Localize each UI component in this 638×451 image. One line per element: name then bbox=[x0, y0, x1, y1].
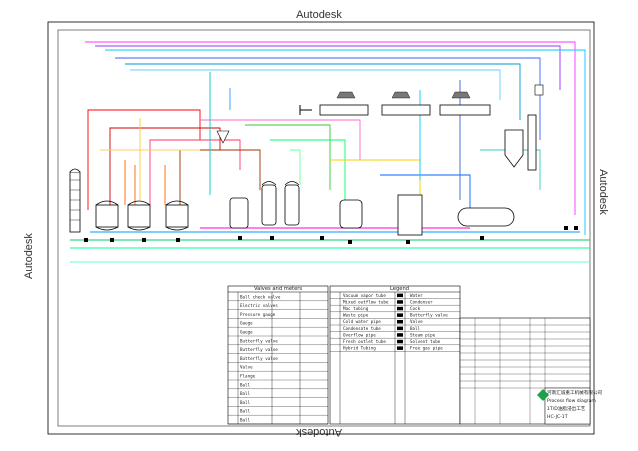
legend-row-right: Water bbox=[410, 293, 423, 298]
valves-row-label: Gauge bbox=[240, 330, 253, 335]
valves-row-label: Electric valves bbox=[240, 303, 278, 308]
legend-symbol-icon bbox=[397, 339, 403, 344]
legend-row-right: Butterfly valve bbox=[410, 313, 448, 318]
horizontal-tank bbox=[457, 207, 515, 227]
legend-row-left: Waste pipe bbox=[343, 313, 369, 318]
valves-row-label: Ball bbox=[240, 418, 251, 423]
valves-row-label: Butterfly valve bbox=[240, 338, 278, 343]
title-block: 河南汇诚重工机械有限公司 Process flow diagram 1T/D油脂… bbox=[459, 317, 603, 425]
legend-row-left: Hybrid Tubing bbox=[343, 346, 376, 351]
valves-row-label: Valve bbox=[240, 365, 253, 370]
legend-row-left: Cold water pipe bbox=[343, 319, 381, 324]
legend-symbol-icon bbox=[397, 306, 403, 311]
valves-row-label: Flange bbox=[240, 374, 256, 379]
legend-row-right: Valve bbox=[410, 319, 423, 324]
valves-row-label: Gauge bbox=[240, 321, 253, 326]
valves-row-label: Ball check valve bbox=[240, 294, 281, 299]
valves-row-label: Butterfly valve bbox=[240, 356, 278, 361]
legend-symbol-icon bbox=[397, 320, 403, 324]
legend-row-right: Solvent tube bbox=[410, 339, 441, 344]
pipe-network bbox=[70, 41, 590, 263]
legend-row-right: Ball bbox=[410, 326, 421, 331]
legend-row-left: Vacuum vapor tube bbox=[343, 293, 386, 298]
legend-row-right: Cock bbox=[410, 306, 421, 311]
sheet-border-outer bbox=[47, 21, 595, 435]
legend-row-left: Condensate tube bbox=[343, 326, 381, 331]
legend-symbol-icon bbox=[397, 346, 403, 350]
legend-symbol-icon bbox=[397, 333, 403, 337]
legend-row-right: Condenser bbox=[410, 299, 433, 304]
sheet-border-inner bbox=[57, 29, 591, 427]
stripping-column bbox=[504, 84, 544, 171]
valves-row-label: Ball bbox=[240, 382, 251, 387]
condenser-1 bbox=[319, 104, 369, 116]
legend-row-left: Mac tubing bbox=[343, 306, 369, 311]
valves-row-label: Ball bbox=[240, 400, 251, 405]
legend-symbol-icon bbox=[397, 293, 403, 298]
legend-row-left: Overflow pipe bbox=[343, 332, 376, 337]
legend-row-right: Steam pipe bbox=[410, 332, 436, 337]
valves-row-label: Ball bbox=[240, 409, 251, 414]
valves-row-label: Pressure gauge bbox=[240, 312, 276, 317]
drawing-name: 1T/D油脂浸出工艺 bbox=[547, 405, 586, 412]
condenser-2 bbox=[381, 104, 431, 116]
tanks bbox=[216, 130, 515, 236]
kettles bbox=[95, 200, 189, 231]
valves-table-title: Valves and meters bbox=[254, 286, 302, 292]
legend-row-left: Mixed outflow tube bbox=[343, 299, 389, 304]
condenser-3 bbox=[439, 104, 491, 116]
extractor-tower bbox=[69, 168, 81, 233]
legend-table-title: Legend bbox=[390, 286, 409, 292]
drawing-code: HC-JC-1T bbox=[547, 414, 568, 420]
legend-symbol-icon bbox=[397, 313, 403, 317]
legend-row-left: Fresh outlet tube bbox=[343, 339, 386, 344]
watermark-top: Autodesk bbox=[296, 9, 342, 21]
legend-row-right: Free gas pipe bbox=[410, 346, 443, 351]
company-name: 河南汇诚重工机械有限公司 bbox=[547, 389, 603, 396]
legend-symbol-icon bbox=[397, 326, 403, 331]
condenser-bank bbox=[299, 91, 491, 116]
project-name: Process flow diagram bbox=[547, 398, 596, 404]
valves-row-label: Ball bbox=[240, 391, 251, 396]
legend-symbol-icon bbox=[397, 300, 403, 304]
valves-row-label: Butterfly valve bbox=[240, 347, 278, 352]
valves-table: Valves and meters Ball check valveElectr… bbox=[227, 285, 329, 425]
pumps bbox=[84, 226, 578, 244]
company-logo-icon bbox=[537, 389, 549, 401]
